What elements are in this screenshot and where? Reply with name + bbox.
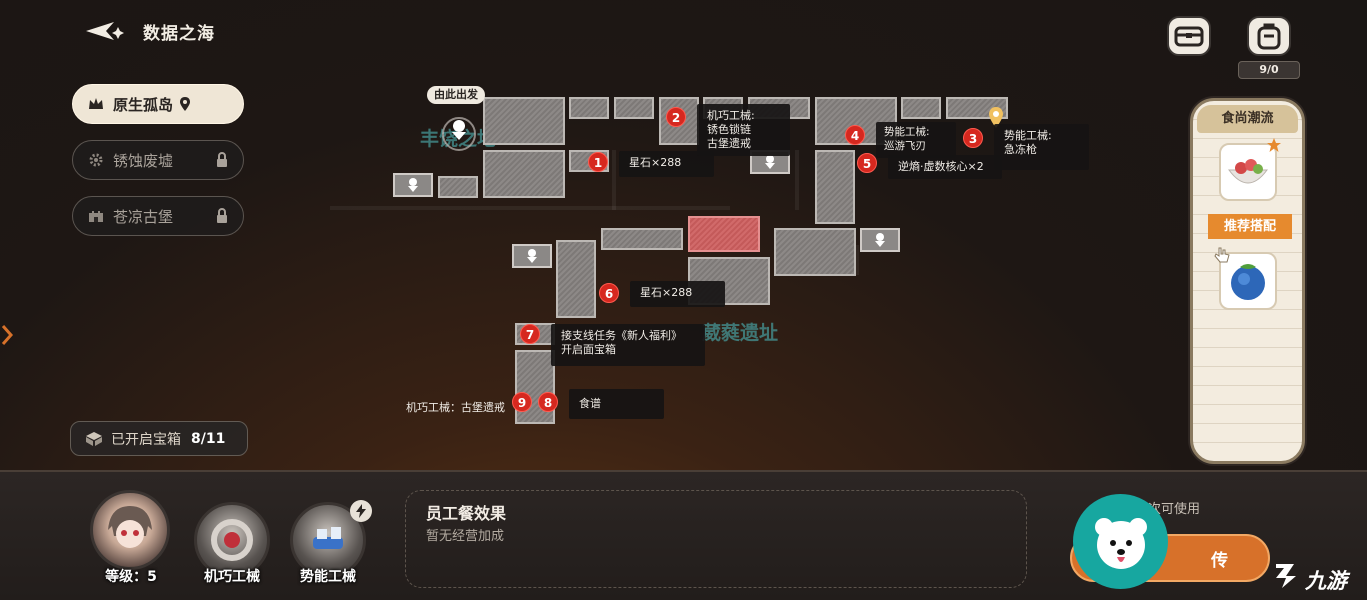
start-point[interactable]	[441, 110, 477, 156]
chest-marker-4[interactable]: 4	[845, 125, 865, 145]
chest-marker-2[interactable]: 2	[666, 107, 686, 127]
chest-label-8: 食谱	[569, 389, 664, 419]
chest-label-6: 星石×288	[630, 281, 725, 307]
corridor	[330, 206, 730, 210]
gadget-slot-label: 机巧工械	[204, 569, 260, 585]
meal-effect-desc: 暂无经营加成	[426, 529, 505, 544]
region-tab-native-island[interactable]: 原生孤岛	[72, 84, 244, 124]
corridor	[612, 150, 616, 210]
current-room[interactable]	[688, 216, 760, 252]
salad-bowl-icon	[1228, 159, 1268, 184]
location-pin-icon	[179, 96, 191, 112]
corridor	[855, 245, 859, 275]
chest-label-7: 接支线任务《新人福利》 开启面宝箱	[551, 324, 705, 366]
lightning-badge-icon	[350, 500, 372, 522]
start-button-label: 传	[1211, 550, 1228, 571]
recommend-label: 推荐搭配	[1208, 214, 1292, 239]
chest-marker-7[interactable]: 7	[520, 324, 540, 344]
watermark-text: 九游	[1305, 569, 1347, 593]
map-waypoint[interactable]	[512, 244, 552, 268]
map-room[interactable]	[774, 228, 856, 276]
back-button[interactable]	[84, 18, 130, 44]
chest-counter: 已开启宝箱 8/11	[70, 421, 248, 456]
waypoint-icon	[527, 249, 537, 263]
chest-label-2: 机巧工械: 锈色锁链 古堡遗戒	[697, 104, 790, 156]
corridor	[795, 150, 799, 210]
map-room[interactable]	[614, 97, 654, 119]
treasure-chest-icon	[1174, 26, 1204, 47]
chest-marker-9[interactable]: 9	[512, 392, 532, 412]
food-panel-title: 食尚潮流	[1197, 105, 1298, 133]
waypoint-icon	[408, 178, 418, 192]
region-tab-desolate-castle[interactable]: 苍凉古堡	[72, 196, 244, 236]
location-pin-icon	[987, 106, 1005, 130]
chest-counter-value: 8/11	[191, 430, 226, 447]
hand-pointer-icon	[1213, 246, 1231, 264]
map-room[interactable]	[569, 97, 609, 119]
food-slot-recommended[interactable]	[1219, 252, 1277, 310]
meal-effect-box	[405, 490, 1027, 588]
chest-marker-5[interactable]: 5	[857, 153, 877, 173]
start-portal-icon	[442, 117, 476, 151]
chest-marker-8[interactable]: 8	[538, 392, 558, 412]
back-arrow-icon	[86, 22, 124, 40]
region-label: 原生孤岛	[113, 95, 174, 114]
region-label: 苍凉古堡	[113, 207, 174, 226]
chest-marker-1[interactable]: 1	[588, 152, 608, 172]
map-room[interactable]	[901, 97, 941, 119]
star-badge-icon	[1266, 137, 1282, 153]
crown-icon	[87, 95, 105, 113]
chest-label-3: 势能工械: 急冻枪	[994, 124, 1089, 170]
captain-portrait[interactable]	[90, 490, 170, 570]
blue-fruit-icon	[1231, 264, 1265, 300]
waypoint-icon	[875, 233, 885, 247]
map-room[interactable]	[483, 150, 565, 198]
meal-effect-title: 员工餐效果	[426, 504, 507, 523]
chest-counter-label: 已开启宝箱	[111, 431, 181, 448]
chest-marker-3[interactable]: 3	[963, 128, 983, 148]
map-room[interactable]	[659, 97, 699, 145]
castle-icon	[87, 207, 105, 225]
waypoint-icon	[765, 155, 775, 169]
region-label: 锈蚀废墟	[113, 151, 174, 170]
chest-marker-6[interactable]: 6	[599, 283, 619, 303]
kinetic-weapon-icon	[313, 527, 343, 549]
map-room[interactable]	[601, 228, 683, 250]
mechanical-gear-icon	[211, 519, 253, 561]
captain-level: 等级：5	[105, 569, 157, 585]
watermark-logo	[1073, 494, 1168, 589]
map-waypoint[interactable]	[393, 173, 433, 197]
chest-menu-button[interactable]	[1167, 16, 1211, 56]
region-tab-rusted-ruins[interactable]: 锈蚀废墟	[72, 140, 244, 180]
watermark-9-icon	[1272, 560, 1304, 597]
map-room[interactable]	[438, 176, 478, 198]
map-room[interactable]	[556, 240, 596, 318]
area-name-fertile-land: 丰饶之地	[420, 128, 497, 150]
backpack-button[interactable]	[1247, 16, 1291, 56]
area-name-lush-ruins: 葳蕤遗址	[702, 322, 779, 344]
map-waypoint[interactable]	[860, 228, 900, 252]
chest-icon	[86, 431, 102, 446]
gadget-slot[interactable]	[194, 502, 270, 578]
captain-avatar-icon	[108, 506, 152, 548]
page-title: 数据之海	[143, 24, 215, 44]
dog-logo-icon	[1094, 517, 1147, 569]
backpack-icon	[1257, 23, 1281, 50]
food-slot-dish[interactable]	[1219, 143, 1277, 201]
bag-count: 9/0	[1238, 61, 1300, 79]
side-expand-button[interactable]	[0, 318, 14, 352]
gear-icon	[87, 151, 105, 169]
chevron-right-icon	[1, 325, 14, 345]
lock-icon	[215, 208, 229, 224]
start-point-label: 由此出发	[427, 86, 485, 104]
map-room[interactable]	[483, 97, 565, 145]
chest-label-9: 机巧工械：古堡遗戒	[406, 401, 505, 414]
lock-icon	[215, 152, 229, 168]
map-room[interactable]	[515, 350, 555, 424]
map-room[interactable]	[815, 150, 855, 224]
chest-label-4: 势能工械: 巡游飞刃	[876, 122, 956, 158]
weapon-slot-label: 势能工械	[300, 569, 356, 585]
chest-label-5: 逆熵·虚数核心×2	[888, 155, 1002, 179]
